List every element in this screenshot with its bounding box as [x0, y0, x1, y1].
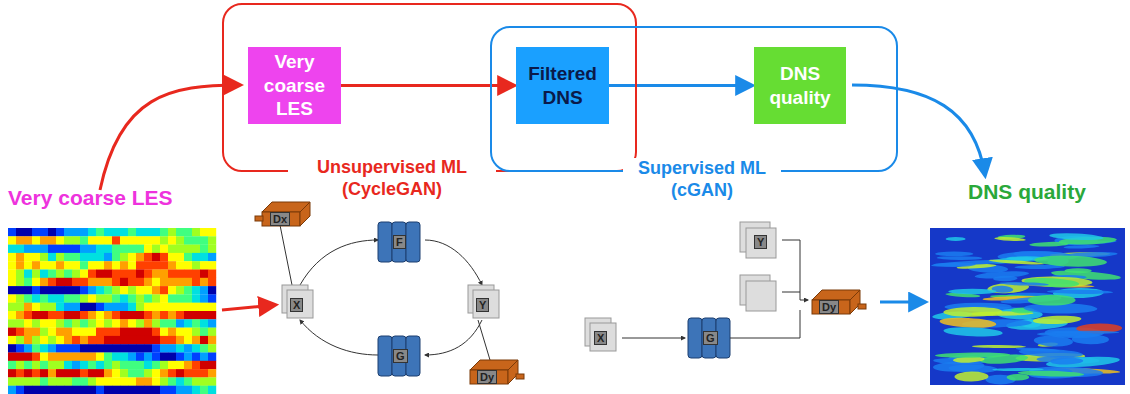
box-label: Very coarse LES	[252, 50, 337, 121]
les-field	[8, 228, 216, 394]
generator-label: G	[703, 331, 718, 345]
group-label: Supervised ML (cGAN)	[623, 158, 781, 201]
tensor-label: X	[290, 298, 303, 312]
flow-arrow	[609, 84, 752, 87]
flow-arrow	[341, 84, 514, 87]
box-label: DNS quality	[758, 62, 842, 110]
tensor-label: Y	[476, 298, 489, 312]
generator-label: F	[393, 235, 406, 249]
tensor-label: Y	[754, 235, 767, 249]
output-arrow	[852, 85, 985, 175]
discriminator-label: Dy	[477, 370, 497, 384]
input-arrow	[222, 305, 275, 310]
dns-field	[930, 228, 1125, 385]
tensor-label: X	[594, 331, 607, 345]
discriminator-label: Dy	[819, 300, 839, 314]
input-arrow	[100, 85, 240, 190]
process-box: Filtered DNS	[516, 47, 609, 124]
output-arrow	[880, 301, 925, 304]
process-box: Very coarse LES	[248, 47, 341, 124]
input-label: Very coarse LES	[8, 186, 173, 210]
discriminator-label: Dx	[270, 212, 290, 226]
process-box: DNS quality	[754, 47, 846, 124]
generator-label: G	[393, 349, 408, 363]
box-label: Filtered DNS	[520, 62, 605, 110]
network-blocks	[255, 202, 866, 384]
output-label: DNS quality	[968, 180, 1086, 204]
group-label: Unsupervised ML (CycleGAN)	[288, 157, 496, 200]
